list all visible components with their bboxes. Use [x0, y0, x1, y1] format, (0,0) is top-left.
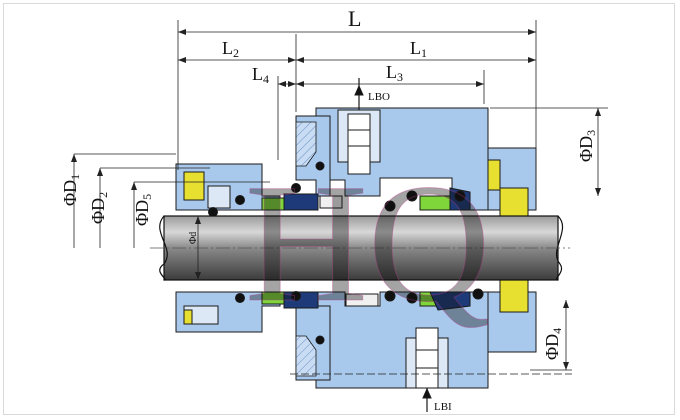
o-ring-3 [291, 183, 301, 193]
lbo-port-bore [347, 113, 371, 175]
dimension-arrows [71, 29, 601, 370]
o-ring-11 [406, 292, 418, 304]
o-ring-9 [291, 291, 301, 301]
lbi-arrow-icon [422, 387, 432, 399]
label-D1: ΦD1 [60, 174, 82, 206]
label-D3: ΦD3 [576, 130, 598, 162]
o-ring-6 [406, 190, 418, 202]
seal-internals [183, 159, 529, 345]
seal-ring-dark-1 [283, 193, 319, 211]
image-border [3, 3, 675, 415]
spring-upper [319, 195, 343, 209]
set-screw-collar-right-lower [499, 279, 529, 313]
spring-lower [345, 293, 379, 307]
gasket-lower [295, 335, 317, 377]
label-LBI: LBI [434, 401, 452, 413]
port-lbi [405, 327, 449, 412]
o-ring-4 [315, 161, 325, 171]
gasket-hatch [295, 121, 317, 377]
o-ring-8 [235, 293, 245, 303]
label-L: L [348, 6, 361, 31]
label-L4: L4 [252, 64, 269, 86]
label-D4: ΦD4 [542, 328, 564, 360]
o-ring-1 [235, 195, 245, 205]
set-screw-top [487, 159, 501, 191]
label-L3: L3 [386, 62, 403, 84]
o-ring-5 [384, 200, 396, 212]
lbo-arrow-icon [354, 84, 364, 96]
o-ring-7 [454, 190, 466, 202]
dimension-lines [73, 20, 608, 375]
set-screw-collar-left [183, 171, 205, 201]
shaft-right-break [555, 215, 564, 281]
port-lbo [337, 78, 381, 175]
gasket-upper [295, 121, 317, 167]
seal-ring-dark-4 [429, 291, 471, 311]
lbi-port-bore [415, 327, 439, 389]
label-L2: L2 [222, 38, 239, 60]
set-screw-bottom [183, 309, 193, 325]
watermark-hq: HQ [245, 149, 491, 337]
label-D2: ΦD2 [88, 192, 110, 224]
label-phi-d: Φd [188, 232, 199, 244]
label-LBO: LBO [368, 91, 390, 103]
shaft-left-break [159, 215, 168, 281]
o-ring-2 [208, 207, 218, 217]
o-ring-12 [472, 288, 484, 300]
label-L1: L1 [410, 38, 427, 60]
o-ring-10 [384, 290, 396, 302]
o-ring-13 [315, 335, 325, 345]
label-D5: ΦD5 [132, 194, 154, 226]
drive-collar-left [207, 185, 231, 209]
